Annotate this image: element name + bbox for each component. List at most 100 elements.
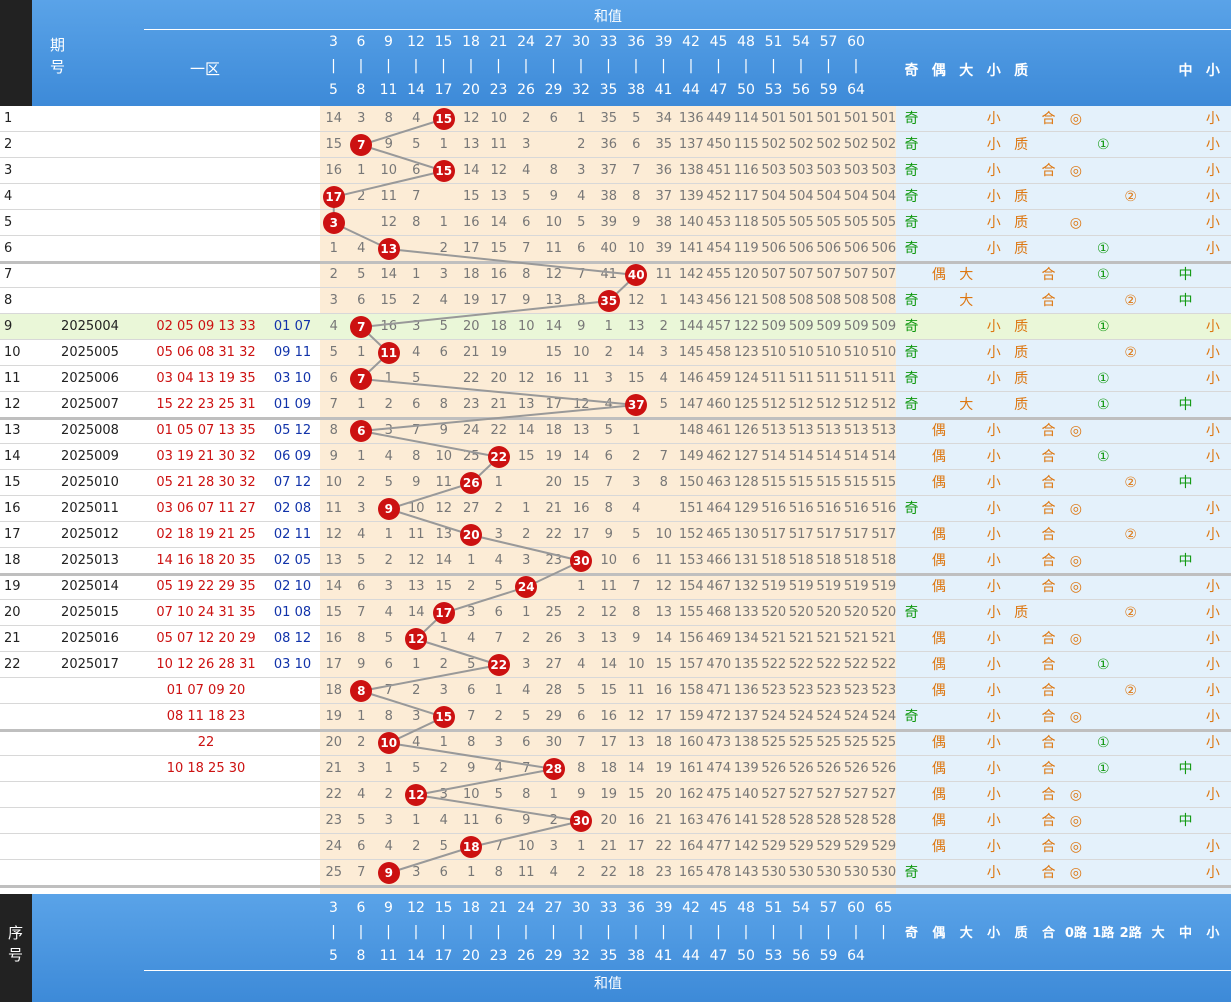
sum-range-sep: | <box>386 58 391 74</box>
row-divider <box>0 755 1231 756</box>
sum-cell: 2 <box>384 397 393 412</box>
sum-ball: 3 <box>322 212 345 234</box>
sum-cell: 2 <box>577 865 586 880</box>
sum-cell: 136 <box>678 111 704 126</box>
sum-cell: 2 <box>467 579 476 594</box>
sum-cell: 22 <box>655 839 673 854</box>
row-blue-numbers: 02 05 <box>273 553 312 568</box>
sum-cell: 1 <box>577 579 586 594</box>
footer-range-end: 14 <box>407 948 425 964</box>
sum-cell: 5 <box>357 553 366 568</box>
sum-range-sep: | <box>743 58 749 74</box>
sum-cell: 15 <box>325 605 343 620</box>
attr-cell: 小 <box>1205 657 1220 673</box>
attr-cell: 奇 <box>904 319 919 335</box>
sum-cell: 501 <box>871 111 897 126</box>
sum-cell: 7 <box>357 865 366 880</box>
footer-range-end: 35 <box>599 948 618 964</box>
sum-cell: 506 <box>761 241 787 256</box>
attr-cell: 合 <box>1041 163 1056 179</box>
sum-cell: 523 <box>843 683 869 698</box>
sum-cell: 146 <box>678 371 704 386</box>
sum-cell: 17 <box>462 241 480 256</box>
attr-cell: 合 <box>1041 709 1056 725</box>
sum-range-end: 17 <box>434 82 453 98</box>
attr-cell: 小 <box>986 345 1001 361</box>
attr-header-label: 大 <box>959 63 974 79</box>
sum-cell: 2 <box>412 839 421 854</box>
sum-cell: 528 <box>761 813 787 828</box>
row-blue-numbers: 03 10 <box>273 371 312 386</box>
sum-cell: 528 <box>871 813 897 828</box>
sum-ball: 18 <box>460 836 483 858</box>
sum-cell: 21 <box>545 501 563 516</box>
sum-cell: 526 <box>788 761 814 776</box>
attr-cell: ◎ <box>1069 865 1082 881</box>
sum-range-start: 51 <box>764 34 783 50</box>
sum-cell: 8 <box>632 605 641 620</box>
sum-cell: 2 <box>632 449 641 464</box>
attr-cell: 小 <box>1205 423 1220 439</box>
sum-cell: 38 <box>655 215 673 230</box>
sum-cell: 14 <box>380 267 398 282</box>
sum-cell: 4 <box>439 293 448 308</box>
attr-cell: 中 <box>1178 475 1193 491</box>
sum-cell: 524 <box>843 709 869 724</box>
sum-range-sep: | <box>826 58 831 74</box>
sum-cell: 139 <box>678 189 704 204</box>
sum-cell: 526 <box>761 761 787 776</box>
sum-cell: 6 <box>412 163 421 178</box>
sum-cell: 526 <box>816 761 842 776</box>
row-divider <box>0 183 1231 184</box>
sum-cell: 478 <box>706 865 732 880</box>
attr-cell: 小 <box>1205 709 1220 725</box>
sum-cell: 131 <box>733 553 759 568</box>
sum-cell: 11 <box>600 579 618 594</box>
attr-cell: 偶 <box>931 839 946 855</box>
footer-range-start: 45 <box>709 900 728 916</box>
highlight-row <box>0 314 1231 340</box>
attr-footer-label: 小 <box>987 926 1001 941</box>
row-serial: 7 <box>4 267 13 282</box>
footer-range-end: 50 <box>737 948 755 964</box>
sum-cell: 15 <box>435 579 453 594</box>
footer-range-sep: | <box>331 924 336 940</box>
sum-range-start: 6 <box>356 34 366 50</box>
sum-cell: 518 <box>816 553 842 568</box>
row-serial: 3 <box>4 163 13 178</box>
footer-range-end: 64 <box>847 948 865 964</box>
sum-cell: 1 <box>632 423 641 438</box>
sum-ball: 6 <box>350 420 373 442</box>
attr-cell: 小 <box>1205 241 1220 257</box>
sum-cell: 511 <box>761 371 787 386</box>
row-divider <box>0 417 1231 420</box>
sum-cell: 517 <box>816 527 842 542</box>
attr-cell: 偶 <box>931 475 946 491</box>
attr-cell: 大 <box>959 397 974 413</box>
sum-cell: 10 <box>490 111 508 126</box>
sum-cell: 506 <box>871 241 897 256</box>
sum-cell: 16 <box>325 163 343 178</box>
sum-cell: 529 <box>843 839 869 854</box>
sum-cell: 449 <box>706 111 732 126</box>
attr-cell: 小 <box>986 657 1001 673</box>
sum-cell: 138 <box>678 163 704 178</box>
sum-cell: 451 <box>706 163 732 178</box>
sum-cell: 6 <box>522 735 531 750</box>
attr-cell: 小 <box>986 319 1001 335</box>
sum-range-start: 24 <box>517 34 535 50</box>
sum-cell: 20 <box>655 787 673 802</box>
sum-range-sep: | <box>716 58 721 74</box>
sum-ball: 22 <box>487 654 510 676</box>
sum-cell: 143 <box>678 293 704 308</box>
sum-cell: 7 <box>494 839 503 854</box>
row-period: 2025005 <box>61 345 119 360</box>
row-divider <box>0 807 1231 808</box>
sum-cell: 503 <box>788 163 814 178</box>
header-divider <box>144 29 1231 30</box>
sum-cell: 10 <box>627 241 645 256</box>
row-red-numbers: 07 10 24 31 35 <box>156 605 256 620</box>
sum-range-start: 30 <box>572 34 590 50</box>
sum-cell: 508 <box>843 293 869 308</box>
sum-cell: 475 <box>706 787 732 802</box>
